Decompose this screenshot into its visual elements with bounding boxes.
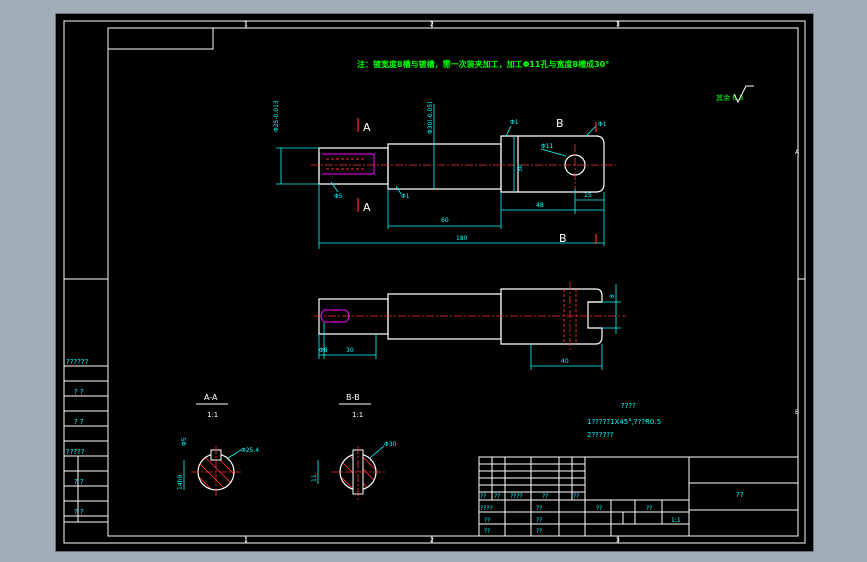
zone-right-a: A: [795, 149, 800, 156]
tech-line-2: 2??????: [587, 431, 614, 439]
section-b-bottom: B: [559, 232, 567, 245]
aa-key-dim: Φ5: [181, 437, 188, 446]
dim-top-slot: 8: [609, 294, 616, 298]
tech-line-1: 1?????1X45°,???R0.5: [587, 418, 661, 426]
dim-top-tip: Φ8: [319, 347, 328, 354]
left-label-4: ?????: [66, 448, 85, 456]
left-label-2: ? ?: [74, 388, 84, 396]
roughness-label: 其余 6.3: [716, 93, 743, 102]
section-bb-scale: 1:1: [352, 411, 363, 419]
cad-viewport[interactable]: 1 2 3 A B 1 2 3 ?????? ? ? ? ? ????? ? ?…: [55, 13, 814, 552]
title-corner-box: [108, 28, 214, 50]
section-marks: A A B B: [357, 117, 597, 245]
tb-r2-1: ??: [536, 505, 542, 512]
tb-r3-0: ??: [484, 517, 490, 524]
section-bb: B-B 1:1 Φ30 11: [311, 393, 397, 500]
tb-r1-3: ??: [542, 493, 548, 500]
dim-head-key: 30: [517, 164, 524, 172]
tech-requirements: ???? 1?????1X45°,???R0.5 2??????: [587, 402, 661, 439]
tb-scale: 1:1: [671, 517, 681, 524]
tb-r1-4: ??: [573, 493, 579, 500]
front-view: [311, 135, 616, 193]
zone-bottom-3: 3: [616, 537, 620, 544]
section-aa: A-A 1:1 Φ5 Φ25.4 14h9: [177, 393, 259, 498]
bb-h-dim: 11: [311, 474, 318, 482]
roughness-symbol: 其余 6.3: [716, 85, 754, 104]
zone-top-1: 1: [244, 21, 248, 28]
dim-len-hole: 15: [584, 192, 592, 199]
keyway-outline: [322, 153, 375, 175]
dim-head-r: Φ1: [598, 121, 607, 128]
dim-hole: Φ11: [541, 143, 554, 150]
bb-dia-dim: Φ30: [384, 441, 397, 448]
aa-depth-dim: 14h9: [177, 475, 184, 490]
tb-r1-2: ????: [510, 493, 523, 500]
tb-r1-0: ??: [480, 493, 486, 500]
section-aa-title: A-A: [204, 393, 218, 402]
dim-left-r: Φ5: [334, 193, 343, 200]
tb-r2-2: ??: [596, 505, 602, 512]
dim-top-key: 30: [346, 347, 354, 354]
dim-len-head: 48: [536, 202, 544, 209]
title-block: ?? ?? ???? ?? ?? ???? ?? ?? ?? ?? ?? 1:1…: [478, 456, 799, 537]
dim-top-head: 40: [561, 358, 569, 365]
top-keyway: [320, 309, 350, 323]
tb-name: ??: [736, 491, 744, 499]
tb-r4-0: ??: [484, 528, 490, 535]
section-a-bottom: A: [363, 201, 371, 214]
tech-title: ????: [621, 402, 636, 410]
dim-len-mid: 60: [441, 217, 449, 224]
tb-r3-1: ??: [536, 517, 542, 524]
left-label-3: ? ?: [74, 418, 84, 426]
dim-left-body: Φ25-0.013: [273, 100, 280, 132]
dim-len-total: 180: [456, 235, 468, 242]
zone-bottom-1: 1: [244, 537, 248, 544]
tb-r4-1: ??: [536, 528, 542, 535]
dim-shoulder-r: Φ1: [510, 119, 519, 126]
tb-r2-0: ????: [480, 505, 493, 512]
section-a-top: A: [363, 121, 371, 134]
left-label-6: ? ?: [74, 508, 84, 516]
left-label-1: ??????: [66, 358, 89, 366]
section-bb-title: B-B: [346, 393, 360, 402]
zone-right-b: B: [795, 409, 799, 416]
section-b-top: B: [556, 117, 564, 130]
sheet-outer-border: [63, 20, 806, 544]
front-dimensions: Φ25-0.013 Φ30(-0.05) 30 Φ1 Φ1 Φ11 Φ5 Φ1 …: [273, 100, 607, 249]
drawing-canvas: 1 2 3 A B 1 2 3 ?????? ? ? ? ? ????? ? ?…: [63, 20, 806, 544]
drawing-note: 注：镀宽度8槽与镀槽，需一次装夹加工，加工Φ11孔与宽度8槽成30°: [357, 59, 609, 69]
dim-main-dia: Φ30(-0.05): [427, 101, 434, 134]
section-aa-scale: 1:1: [207, 411, 218, 419]
tb-r2-3: ??: [646, 505, 652, 512]
tb-r1-1: ??: [494, 493, 500, 500]
top-view: [314, 282, 626, 352]
left-label-5: ? ?: [74, 478, 84, 486]
zone-top-3: 3: [616, 21, 620, 28]
zone-bottom-2: 2: [430, 537, 434, 544]
aa-dia-dim: Φ25.4: [241, 447, 259, 454]
zone-top-2: 2: [430, 21, 434, 28]
top-dimensions: Φ8 30 40 8: [318, 284, 621, 370]
dim-shoulder-1: Φ1: [401, 193, 410, 200]
left-sign-column: ?????? ? ? ? ? ????? ? ? ? ?: [63, 278, 109, 523]
